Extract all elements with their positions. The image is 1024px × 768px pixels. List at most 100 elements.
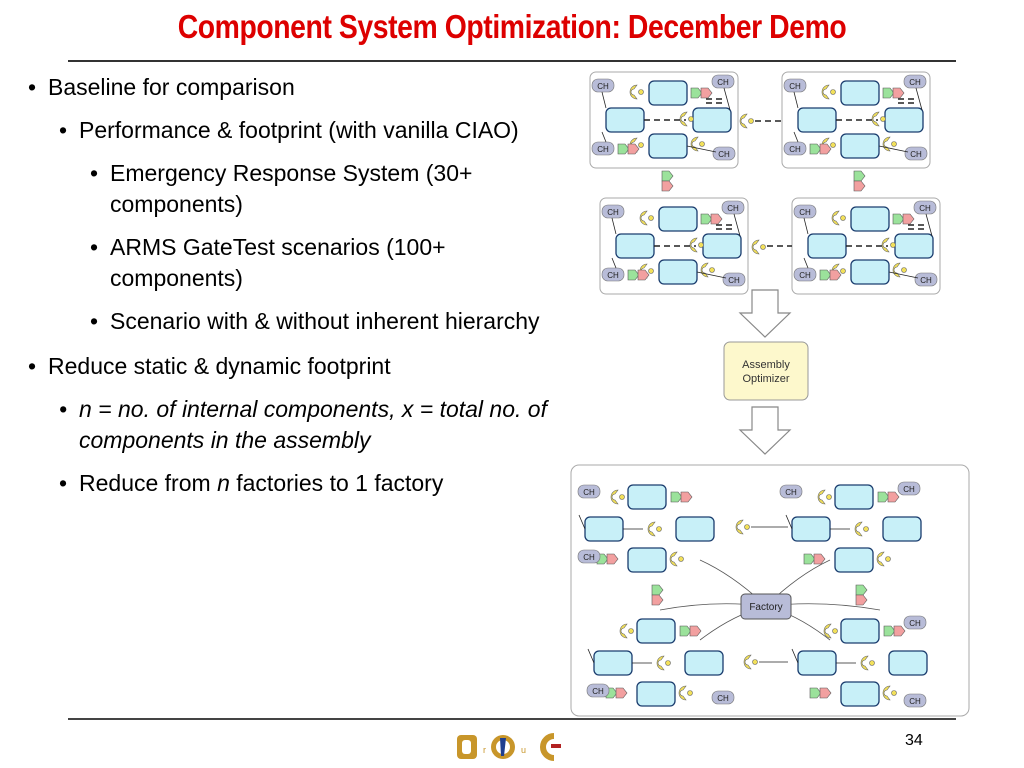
component-box [658,206,698,232]
ch-badge [712,146,736,161]
ch-label: CH [727,204,739,213]
port-red [829,269,842,281]
facet-icon [826,494,832,500]
receptacle-icon [739,113,748,129]
bullet-baseline: Baseline for comparison [22,72,557,103]
ch-badge [721,200,745,215]
connection-line [793,131,799,143]
port-red [689,625,702,637]
ch-label: CH [597,145,609,154]
connection-line [733,213,741,237]
facet-icon [648,215,654,221]
component-box [648,133,688,159]
ch-badge [783,78,807,93]
ch-label: CH [717,78,729,87]
logo-u: u [521,745,526,755]
receptacle-icon [669,551,678,567]
ch-badge [904,146,928,161]
connection-line [793,91,799,109]
optimizer-label-2: Optimizer [742,373,789,385]
ch-label: CH [785,488,797,497]
facet-icon [840,268,846,274]
port-green [617,143,630,155]
def-text-1: = no. of internal components, [91,396,402,422]
port-green [679,625,692,637]
port-red [637,269,650,281]
doc-group-logo: r u [457,733,561,761]
def-text-2: = total no. of components in the assembl… [79,396,547,453]
optimizer-label-1: Assembly [742,359,790,371]
component-box [834,484,874,510]
bullet-emergency-response: Emergency Response System (30+ component… [84,158,557,220]
component-box [605,107,645,133]
port-green [809,687,822,699]
receptacle-icon [831,210,840,226]
port-green [877,491,890,503]
facet-icon [752,659,758,665]
ch-label: CH [728,276,740,285]
connection-line [696,271,727,279]
ch-badge [793,204,817,219]
component-box [894,233,934,259]
ch-badge [903,693,927,708]
facet-icon [830,89,836,95]
receptacle-icon [619,623,628,639]
assembly-optimizer-box: Assembly Optimizer [723,341,809,401]
title-divider [68,60,956,62]
port-red [651,594,664,606]
receptacle-icon [679,111,688,127]
bullet-arms-gatetest: ARMS GateTest scenarios (100+ components… [84,232,557,294]
component-box [834,547,874,573]
port-red [813,553,826,565]
receptacle-icon [751,239,760,255]
component-box [850,206,890,232]
component-box [840,80,880,106]
bullet-list: Baseline for comparison Performance & fo… [22,72,557,499]
component-box [648,80,688,106]
ch-label: CH [718,150,730,159]
component-box [684,650,724,676]
connection-line [878,145,909,153]
ch-label: CH [583,488,595,497]
component-box [884,107,924,133]
connection-line [611,257,617,269]
port-green [892,213,905,225]
bullet-definitions: n = no. of internal components, x = tota… [53,394,557,456]
receptacle-icon [639,210,648,226]
ch-label: CH [597,82,609,91]
receptacle-icon [882,685,891,701]
connection-line [601,91,607,109]
component-box [658,259,698,285]
port-red [892,87,905,99]
factory-label: Factory [749,602,782,613]
connection-line [611,217,617,235]
ch-badge [591,78,615,93]
facet-icon [688,116,694,122]
receptacle-icon [689,237,698,253]
receptacle-icon [854,521,863,537]
port-red [902,213,915,225]
port-green [882,87,895,99]
var-n: n [79,396,92,422]
port-red [680,491,693,503]
facet-icon [891,690,897,696]
component-box [840,618,880,644]
assembly-top-left: CH CH CH CH [589,71,739,169]
page-number: 34 [905,732,923,749]
facet-icon [628,628,634,634]
reduce-pre: Reduce from [79,470,218,496]
component-box [636,618,676,644]
ch-badge [601,204,625,219]
component-box [791,516,831,542]
facet-icon [699,141,705,147]
var-x: x [401,396,414,422]
ch-label: CH [607,208,619,217]
ch-label: CH [909,78,921,87]
facet-icon [760,244,766,250]
connection-line [888,271,919,279]
